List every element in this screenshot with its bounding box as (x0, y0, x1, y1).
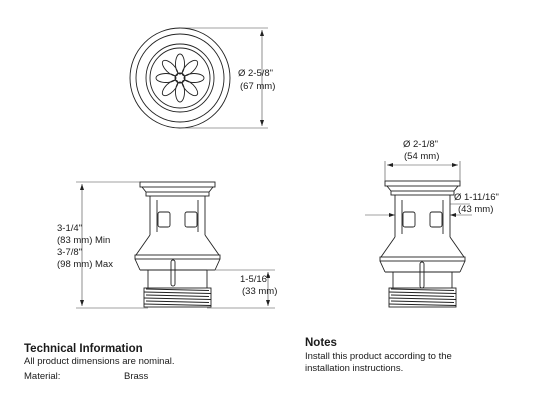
thread-outline (143, 287, 212, 308)
notes-heading: Notes (305, 337, 337, 349)
body-diameter-imperial: Ø 1-11/16" (454, 192, 499, 203)
thread-lines-right (388, 287, 457, 308)
height-min: (83 mm) Min (57, 235, 110, 246)
cap-diameter-metric: (54 mm) (404, 151, 439, 162)
thread-line (390, 294, 455, 297)
notes-line-2: installation instructions. (305, 363, 404, 374)
top-view (129, 27, 231, 129)
body-diameter-dimension: Ø 1-11/16" (43 mm) (365, 192, 499, 217)
drain-petal (183, 73, 205, 83)
side-view-assembly (134, 181, 221, 308)
drain-petal (155, 73, 177, 83)
drain-petal (181, 79, 199, 97)
drain-petals (155, 53, 205, 103)
thread-lines (143, 287, 212, 308)
drain-petal (161, 59, 179, 77)
side-view-strainer (379, 180, 466, 308)
drain-petal (161, 79, 179, 97)
thread-line (145, 294, 210, 297)
thread-line (143, 303, 212, 306)
thread-imperial: 1-5/16" (240, 274, 270, 285)
thread-line (388, 297, 457, 300)
material-value: Brass (124, 371, 149, 382)
cap-diameter-dimension: Ø 2-1/8" (54 mm) (384, 139, 461, 181)
drain-petal (175, 53, 185, 75)
drain-petal (181, 59, 199, 77)
thread-line (388, 303, 457, 306)
technical-note: All product dimensions are nominal. (24, 356, 175, 367)
top-diameter-metric: (67 mm) (240, 81, 275, 92)
height-alt: 3-7/8" (57, 247, 82, 258)
body-diameter-metric: (43 mm) (458, 204, 493, 215)
top-diameter-imperial: Ø 2-5/8" (238, 68, 273, 79)
thread-line (145, 300, 210, 303)
material-label: Material: (24, 371, 61, 382)
height-max: (98 mm) Max (57, 259, 113, 270)
thread-line (143, 291, 212, 294)
thread-line (388, 291, 457, 294)
cap-diameter-imperial: Ø 2-1/8" (403, 139, 438, 150)
thread-dimension: 1-5/16" (33 mm) (207, 269, 277, 309)
thread-line (390, 288, 455, 291)
drain-petal (175, 81, 185, 103)
thread-outline (388, 287, 457, 308)
thread-line (145, 288, 210, 291)
thread-line (143, 297, 212, 300)
notes-line-1: Install this product according to the (305, 351, 452, 362)
thread-line (390, 300, 455, 303)
top-diameter-dimension: Ø 2-5/8" (67 mm) (180, 27, 275, 129)
thread-metric: (33 mm) (242, 286, 277, 297)
technical-heading: Technical Information (24, 343, 143, 355)
height-imperial: 3-1/4" (57, 223, 82, 234)
height-dimension: 3-1/4" (83 mm) Min 3-7/8" (98 mm) Max (57, 181, 148, 309)
